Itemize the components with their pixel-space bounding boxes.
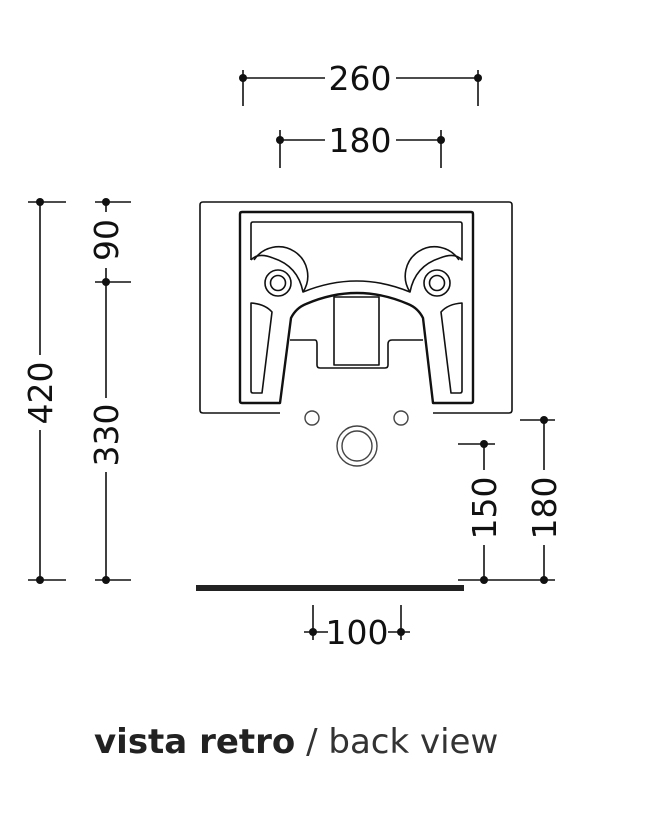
- dim-width-total: 260: [329, 59, 392, 98]
- drain-outer: [336, 425, 378, 467]
- caption-primary: vista retro: [94, 722, 296, 762]
- dim-height-total: 420: [21, 362, 60, 425]
- dim-height-top: 90: [87, 219, 126, 261]
- floor-line: [196, 585, 464, 591]
- caption-secondary: back view: [328, 722, 499, 762]
- basin-outline: [199, 201, 513, 414]
- dimension-dots: [36, 74, 548, 636]
- wall-holes: [304, 410, 409, 467]
- dimension-lines: [28, 70, 555, 640]
- caption: vista retro / back view: [94, 722, 498, 762]
- dim-right-outer: 180: [525, 477, 564, 540]
- dim-width-inner: 180: [329, 121, 392, 160]
- dim-right-inner: 150: [465, 477, 504, 540]
- drain-inner: [341, 430, 373, 462]
- fixing-hole-left: [304, 410, 320, 426]
- dim-bottom-spacing: 100: [326, 613, 389, 652]
- fixing-hole-right: [393, 410, 409, 426]
- dim-height-lower: 330: [87, 404, 126, 467]
- caption-separator: /: [295, 722, 329, 762]
